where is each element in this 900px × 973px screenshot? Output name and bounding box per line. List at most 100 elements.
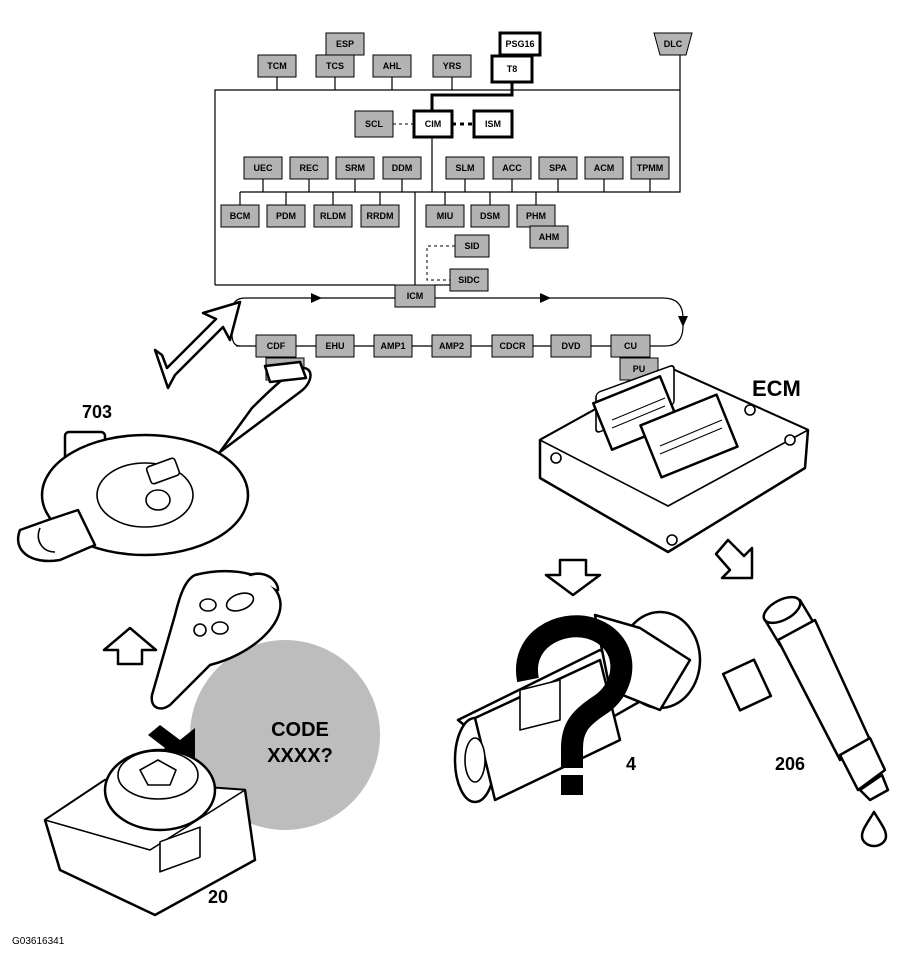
module-label: ACC: [502, 163, 522, 173]
module-label: CIM: [425, 119, 442, 129]
module-label: RLDM: [320, 211, 346, 221]
module-label: PU: [633, 364, 646, 374]
injector-label: 206: [775, 754, 805, 774]
ecm-label: ECM: [752, 376, 801, 401]
starter-label: 4: [626, 754, 636, 774]
ring-arrow-icon: [540, 293, 551, 303]
module-label: AMP2: [439, 341, 464, 351]
module-cdcr: CDCR: [491, 334, 534, 358]
injector-206: 206: [721, 595, 890, 802]
module-uec: UEC: [243, 156, 283, 180]
module-label: TCS: [326, 61, 344, 71]
module-dsm: DSM: [470, 204, 510, 228]
module-acc: ACC: [492, 156, 532, 180]
ignition-label: 20: [208, 887, 228, 907]
module-t8: T8: [490, 54, 534, 84]
module-esp: ESP: [325, 32, 365, 56]
module-label: TPMM: [637, 163, 664, 173]
module-scl: SCL: [354, 110, 394, 138]
module-label: ACM: [594, 163, 615, 173]
module-label: EHU: [325, 341, 344, 351]
module-label: ISM: [485, 119, 501, 129]
module-label: CDF: [267, 341, 286, 351]
module-label: PDM: [276, 211, 296, 221]
module-label: AHM: [539, 232, 560, 242]
insert-arrow-icon: [148, 725, 195, 760]
module-ism: ISM: [472, 109, 514, 139]
switch-label: 703: [82, 402, 112, 422]
module-phm: PHM: [516, 204, 556, 228]
module-label: DVD: [561, 341, 581, 351]
module-dlc: DLC: [653, 32, 693, 56]
key-fob-icon: [150, 569, 282, 710]
module-label: PHM: [526, 211, 546, 221]
module-miu: MIU: [425, 204, 465, 228]
module-dvd: DVD: [550, 334, 592, 358]
module-srm: SRM: [335, 156, 375, 180]
ecm-unit: ECM: [538, 365, 810, 554]
module-ahm: AHM: [529, 225, 569, 249]
module-label: YRS: [443, 61, 462, 71]
module-label: RRDM: [367, 211, 394, 221]
module-cdf: CDF: [255, 334, 297, 358]
module-label: SIDC: [458, 275, 480, 285]
module-amp1: AMP1: [373, 334, 413, 358]
module-label: ICM: [407, 291, 424, 301]
ignition-switch-20: 20: [43, 748, 257, 917]
steering-switch-703: [17, 360, 312, 563]
module-label: MIU: [437, 211, 454, 221]
module-label: DDM: [392, 163, 413, 173]
module-label: UEC: [253, 163, 273, 173]
module-tcm: TCM: [257, 54, 297, 78]
module-sid: SID: [454, 234, 490, 258]
double-arrow-icon: [153, 300, 242, 390]
ring-arrow-icon: [678, 316, 688, 327]
module-ahl: AHL: [372, 54, 412, 78]
code-line-2: XXXX?: [267, 745, 333, 767]
module-label: CU: [624, 341, 637, 351]
module-bcm: BCM: [220, 204, 260, 228]
module-label: TCM: [267, 61, 287, 71]
fuel-drop-icon: [860, 810, 888, 848]
module-ddm: DDM: [382, 156, 422, 180]
module-cim: CIM: [412, 109, 454, 139]
module-icm: ICM: [394, 284, 436, 308]
starter-motor-4: 4: [453, 610, 702, 804]
module-cu: CU: [610, 334, 651, 358]
module-label: SRM: [345, 163, 365, 173]
module-label: AHL: [383, 61, 402, 71]
code-circle: CODE XXXX?: [190, 640, 380, 830]
module-tpmm: TPMM: [630, 156, 670, 180]
module-label: DSM: [480, 211, 500, 221]
module-ehu: EHU: [315, 334, 355, 358]
module-label: DLC: [664, 39, 683, 49]
module-rrdm: RRDM: [360, 204, 400, 228]
figure-id: G03616341: [12, 936, 65, 947]
module-amp2: AMP2: [431, 334, 472, 358]
up-arrow-icon: [102, 626, 158, 666]
module-label: SLM: [456, 163, 475, 173]
ring-arrow-icon: [311, 293, 322, 303]
module-label: REC: [299, 163, 319, 173]
question-mark-icon: [516, 615, 633, 795]
module-tcs: TCS: [315, 54, 355, 78]
network-bus-lines: [214, 55, 688, 347]
module-acm: ACM: [584, 156, 624, 180]
module-label: CDCR: [500, 341, 526, 351]
module-psg16: PSG16: [498, 31, 542, 57]
down-arrow-icon: [544, 558, 602, 597]
module-yrs: YRS: [432, 54, 472, 78]
module-rec: REC: [289, 156, 329, 180]
module-label: AMP1: [380, 341, 405, 351]
module-pdm: PDM: [266, 204, 306, 228]
down-arrow-icon: [714, 538, 754, 580]
module-label: SPA: [549, 163, 567, 173]
module-slm: SLM: [445, 156, 485, 180]
module-rldm: RLDM: [313, 204, 353, 228]
module-sidc: SIDC: [449, 268, 489, 292]
module-label: ESP: [336, 39, 354, 49]
module-label: PSG16: [505, 39, 534, 49]
module-spa: SPA: [538, 156, 578, 180]
module-label: T8: [507, 64, 518, 74]
